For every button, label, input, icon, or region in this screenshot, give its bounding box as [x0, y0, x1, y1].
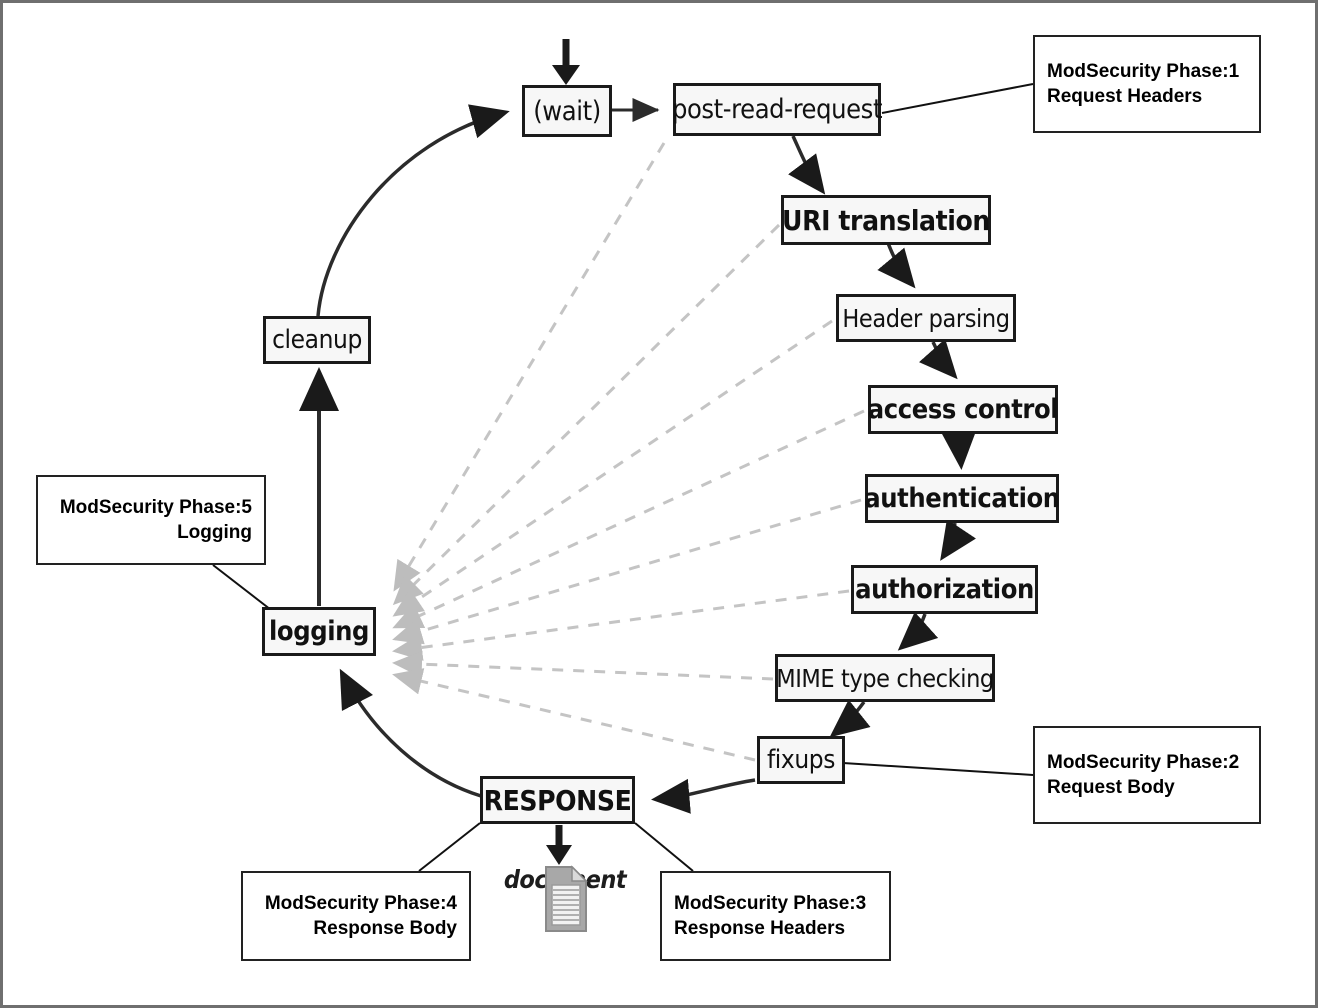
dashed-fixups-to-logging: [392, 668, 756, 762]
node-logging-label: logging: [269, 616, 369, 647]
arrow-fixups-to-response: [651, 778, 756, 814]
arrow-cleanup-to-wait: [316, 104, 510, 317]
note-phase4: ModSecurity Phase:4 Response Body: [241, 871, 471, 961]
node-mime-type-checking[interactable]: MIME type checking: [775, 654, 995, 702]
note-phase4-line1: ModSecurity Phase:4: [264, 892, 457, 914]
node-post-read-request-label: post-read-request: [671, 94, 883, 125]
node-response-label: RESPONSE: [483, 783, 632, 817]
node-access-control[interactable]: access control: [867, 385, 1059, 434]
node-uri-translation[interactable]: URI translation: [781, 195, 991, 245]
leader-phase1: [881, 83, 1034, 114]
note-phase1-line2: Request Headers: [1047, 86, 1203, 107]
node-authentication-label: authentication: [864, 483, 1060, 514]
note-phase5-line1: ModSecurity Phase:5: [59, 496, 252, 518]
arrow-entry-to-wait: [552, 39, 580, 85]
dashed-header-parsing-to-logging: [392, 319, 833, 617]
note-phase3-line2: Response Headers: [674, 918, 846, 939]
node-header-parsing[interactable]: Header parsing: [836, 294, 1016, 342]
arrow-authentication-to-authorization: [940, 519, 977, 561]
node-authentication[interactable]: authentication: [864, 474, 1060, 523]
node-cleanup-label: cleanup: [272, 325, 362, 355]
leader-phase4: [418, 822, 481, 872]
dashed-post-read-request-to-logging: [393, 142, 666, 592]
arrow-authorization-to-mime-type-checking: [897, 611, 939, 651]
leader-phase3: [634, 822, 694, 872]
dashed-return-arrows-to-logging: [392, 142, 865, 762]
note-phase2: ModSecurity Phase:2 Request Body: [1033, 726, 1261, 824]
node-logging[interactable]: logging: [262, 607, 376, 656]
arrow-header-parsing-to-access-control: [918, 338, 958, 380]
arrow-mime-type-checking-to-fixups: [829, 699, 871, 738]
node-fixups[interactable]: fixups: [757, 736, 845, 784]
document-output: document: [500, 863, 630, 932]
arrow-response-to-logging: [339, 668, 482, 798]
leader-phase2: [842, 762, 1034, 776]
node-header-parsing-label: Header parsing: [842, 303, 1010, 333]
node-mime-type-checking-label: MIME type checking: [776, 663, 994, 693]
node-authorization-label: authorization: [855, 574, 1034, 605]
note-phase5: ModSecurity Phase:5 Logging: [36, 475, 266, 565]
note-phase2-line2: Request Body: [1047, 777, 1175, 798]
arrow-response-to-document: [546, 825, 572, 865]
dashed-mime-type-checking-to-logging: [392, 650, 774, 681]
node-authorization[interactable]: authorization: [851, 565, 1038, 614]
node-wait-label: (wait): [533, 95, 601, 127]
node-fixups-label: fixups: [766, 745, 836, 775]
dashed-access-control-to-logging: [392, 409, 865, 629]
dashed-authentication-to-logging: [392, 498, 862, 645]
note-phase1: ModSecurity Phase:1 Request Headers: [1033, 35, 1261, 133]
arrow-uri-translation-to-header-parsing: [877, 242, 916, 289]
note-phase3: ModSecurity Phase:3 Response Headers: [660, 871, 891, 961]
note-phase5-line2: Logging: [177, 522, 252, 543]
node-uri-translation-label: URI translation: [782, 203, 990, 237]
node-post-read-request[interactable]: post-read-request: [671, 83, 883, 136]
arrow-post-read-request-to-uri-translation: [788, 135, 826, 195]
note-phase3-line1: ModSecurity Phase:3: [674, 892, 867, 914]
arrow-access-control-to-authentication: [941, 430, 977, 470]
note-phase2-line1: ModSecurity Phase:2: [1047, 751, 1240, 773]
leader-phase5: [212, 564, 276, 614]
node-response[interactable]: RESPONSE: [480, 776, 635, 824]
node-cleanup[interactable]: cleanup: [263, 316, 371, 364]
node-wait[interactable]: (wait): [522, 85, 612, 137]
note-phase1-line1: ModSecurity Phase:1: [1047, 60, 1240, 82]
connector-layer: [212, 39, 1034, 872]
note-phase4-line2: Response Body: [313, 918, 457, 939]
note-leader-lines: [212, 83, 1034, 872]
node-access-control-label: access control: [867, 394, 1059, 425]
document-page-icon: [545, 865, 588, 932]
dashed-authorization-to-logging: [392, 589, 850, 661]
dashed-uri-translation-to-logging: [392, 223, 781, 606]
